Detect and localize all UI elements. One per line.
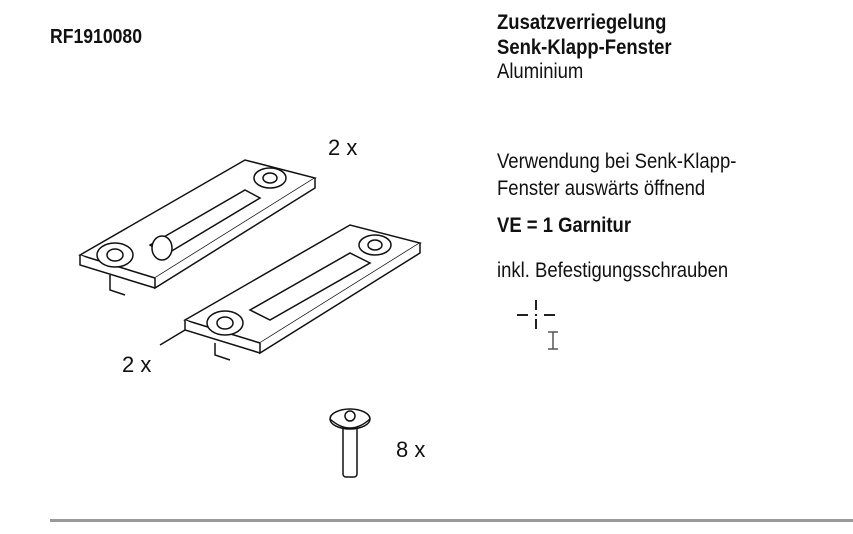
description: Verwendung bei Senk-Klapp- Fenster auswä… [497, 148, 736, 202]
description-line-2: Fenster auswärts öffnend [497, 177, 706, 200]
quantity-label-bottom: 2 x [122, 352, 152, 377]
packaging-unit: VE = 1 Garnitur [497, 214, 632, 237]
article-number: RF1910080 [50, 26, 142, 48]
crosshair-cursor-icon [517, 300, 558, 350]
material: Aluminium [497, 60, 584, 83]
quantity-label-top: 2 x [328, 135, 358, 160]
description-line-1: Verwendung bei Senk-Klapp- [497, 150, 737, 173]
included-note: inkl. Befestigungsschrauben [497, 259, 729, 282]
footer-divider [50, 519, 853, 522]
locking-plate-drawing-top [78, 159, 317, 296]
title-line-2: Senk-Klapp-Fenster [497, 36, 672, 59]
screw-drawing [329, 408, 371, 478]
product-title: Zusatzverriegelung Senk-Klapp-Fenster [497, 10, 672, 60]
title-line-1: Zusatzverriegelung [497, 11, 667, 34]
locking-plate-drawing-bottom [159, 224, 422, 361]
quantity-label-screw: 8 x [396, 437, 426, 462]
